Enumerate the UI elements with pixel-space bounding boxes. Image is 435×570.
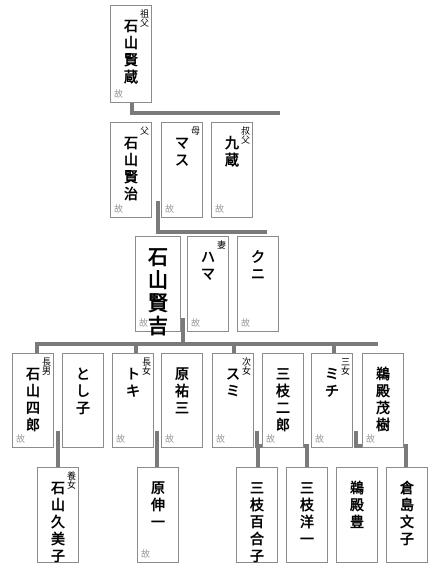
relation-label: 三女 <box>339 357 349 375</box>
person-name: ハマ <box>200 250 215 283</box>
person-name: マス <box>174 136 189 169</box>
link-couple2-down <box>155 431 159 467</box>
person-name: 石山賢治 <box>123 136 138 203</box>
person-name: 倉島文子 <box>399 481 414 548</box>
deceased-mark: 故 <box>141 550 151 560</box>
link-children-bar <box>35 342 378 346</box>
person-name: 鵜殿茂樹 <box>375 367 390 434</box>
deceased-mark: 故 <box>241 319 251 329</box>
deceased-mark: 故 <box>165 205 175 215</box>
person-name: 原伸一 <box>150 481 165 531</box>
deceased-mark: 故 <box>114 90 124 100</box>
person-name: 三枝洋一 <box>299 481 314 548</box>
deceased-mark: 故 <box>315 435 325 445</box>
person-mother[interactable]: 母 マス 故 <box>161 122 203 218</box>
deceased-mark: 故 <box>116 435 126 445</box>
person-name: 鵜殿豊 <box>349 481 364 531</box>
person-wife[interactable]: 妻 ハマ 故 <box>187 236 229 332</box>
person-kuni[interactable]: クニ 故 <box>237 236 279 332</box>
person-kurashima-fumiko[interactable]: 倉島文子 <box>386 467 428 563</box>
deceased-mark: 故 <box>165 435 175 445</box>
deceased-mark: 故 <box>216 435 226 445</box>
relation-label: 妻 <box>215 240 225 249</box>
person-saegusa-jiro[interactable]: 三枝二郎 故 <box>262 353 304 448</box>
person-toshiko[interactable]: とし子 <box>62 353 104 448</box>
relation-label: 長男 <box>40 357 50 375</box>
deceased-mark: 故 <box>366 435 376 445</box>
deceased-mark: 故 <box>139 319 149 329</box>
person-uncle[interactable]: 叔父 九蔵 故 <box>211 122 253 218</box>
link-child3-up <box>232 342 236 354</box>
person-hara-shinichi[interactable]: 原伸一 故 <box>137 467 179 563</box>
link-self-down <box>181 318 185 346</box>
person-self[interactable]: 石山賢吉 故 <box>135 236 181 338</box>
link-child1-up <box>35 342 39 354</box>
link-gen2-spouse-bar <box>130 111 280 115</box>
person-udono-shigeki[interactable]: 鵜殿茂樹 故 <box>362 353 404 448</box>
link-child2-up <box>134 342 138 354</box>
person-name: スミ <box>225 367 240 400</box>
person-eldest-daughter[interactable]: 長女 トキ 故 <box>112 353 154 448</box>
person-saegusa-yuriko[interactable]: 三枝百合子 <box>236 467 278 565</box>
relation-label: 叔父 <box>239 126 249 144</box>
link-couple3-child1-up <box>256 444 260 467</box>
link-couple3-child2-up <box>305 444 309 467</box>
person-name: 三枝二郎 <box>275 367 290 434</box>
person-name: ミチ <box>324 367 339 400</box>
person-name: クニ <box>250 250 265 283</box>
relation-label: 養女 <box>65 471 75 489</box>
person-father[interactable]: 父 石山賢治 故 <box>110 122 152 218</box>
deceased-mark: 故 <box>191 319 201 329</box>
deceased-mark: 故 <box>114 205 124 215</box>
person-saegusa-yoichi[interactable]: 三枝洋一 <box>286 467 328 563</box>
person-name: 原祐三 <box>174 367 189 417</box>
person-eldest-son[interactable]: 長男 石山四郎 故 <box>12 353 54 448</box>
link-couple4-down <box>354 431 358 447</box>
person-udono-yutaka[interactable]: 鵜殿豊 <box>336 467 378 563</box>
person-name: 石山久美子 <box>50 481 65 565</box>
deceased-mark: 故 <box>266 435 276 445</box>
person-name: 石山賢蔵 <box>123 19 138 86</box>
relation-label: 祖父 <box>138 9 148 27</box>
person-adopted-daughter[interactable]: 養女 石山久美子 <box>37 467 79 565</box>
relation-label: 次女 <box>240 357 250 375</box>
relation-label: 父 <box>138 126 148 135</box>
relation-label: 長女 <box>140 357 150 375</box>
person-hara-yuzo[interactable]: 原祐三 故 <box>161 353 203 448</box>
person-name: 三枝百合子 <box>249 481 264 565</box>
link-couple4-child2-up <box>404 444 408 467</box>
link-child4-up <box>332 342 336 354</box>
deceased-mark: 故 <box>16 435 26 445</box>
person-name: 石山賢吉 <box>148 245 168 338</box>
link-couple1-down <box>56 431 60 467</box>
person-name: とし子 <box>75 367 90 417</box>
person-third-daughter[interactable]: 三女 ミチ 故 <box>311 353 353 448</box>
person-name: 九蔵 <box>224 136 239 169</box>
person-name: 石山四郎 <box>25 367 40 434</box>
link-couple3-down <box>255 431 259 447</box>
link-parents-down <box>156 201 160 233</box>
person-grandfather[interactable]: 祖父 石山賢蔵 故 <box>110 5 152 103</box>
link-gen3-spouse-bar <box>156 230 267 234</box>
relation-label: 母 <box>189 126 199 135</box>
deceased-mark: 故 <box>215 205 225 215</box>
link-grandfather-down <box>130 102 134 114</box>
person-second-daughter[interactable]: 次女 スミ 故 <box>212 353 254 448</box>
person-name: トキ <box>125 367 140 400</box>
